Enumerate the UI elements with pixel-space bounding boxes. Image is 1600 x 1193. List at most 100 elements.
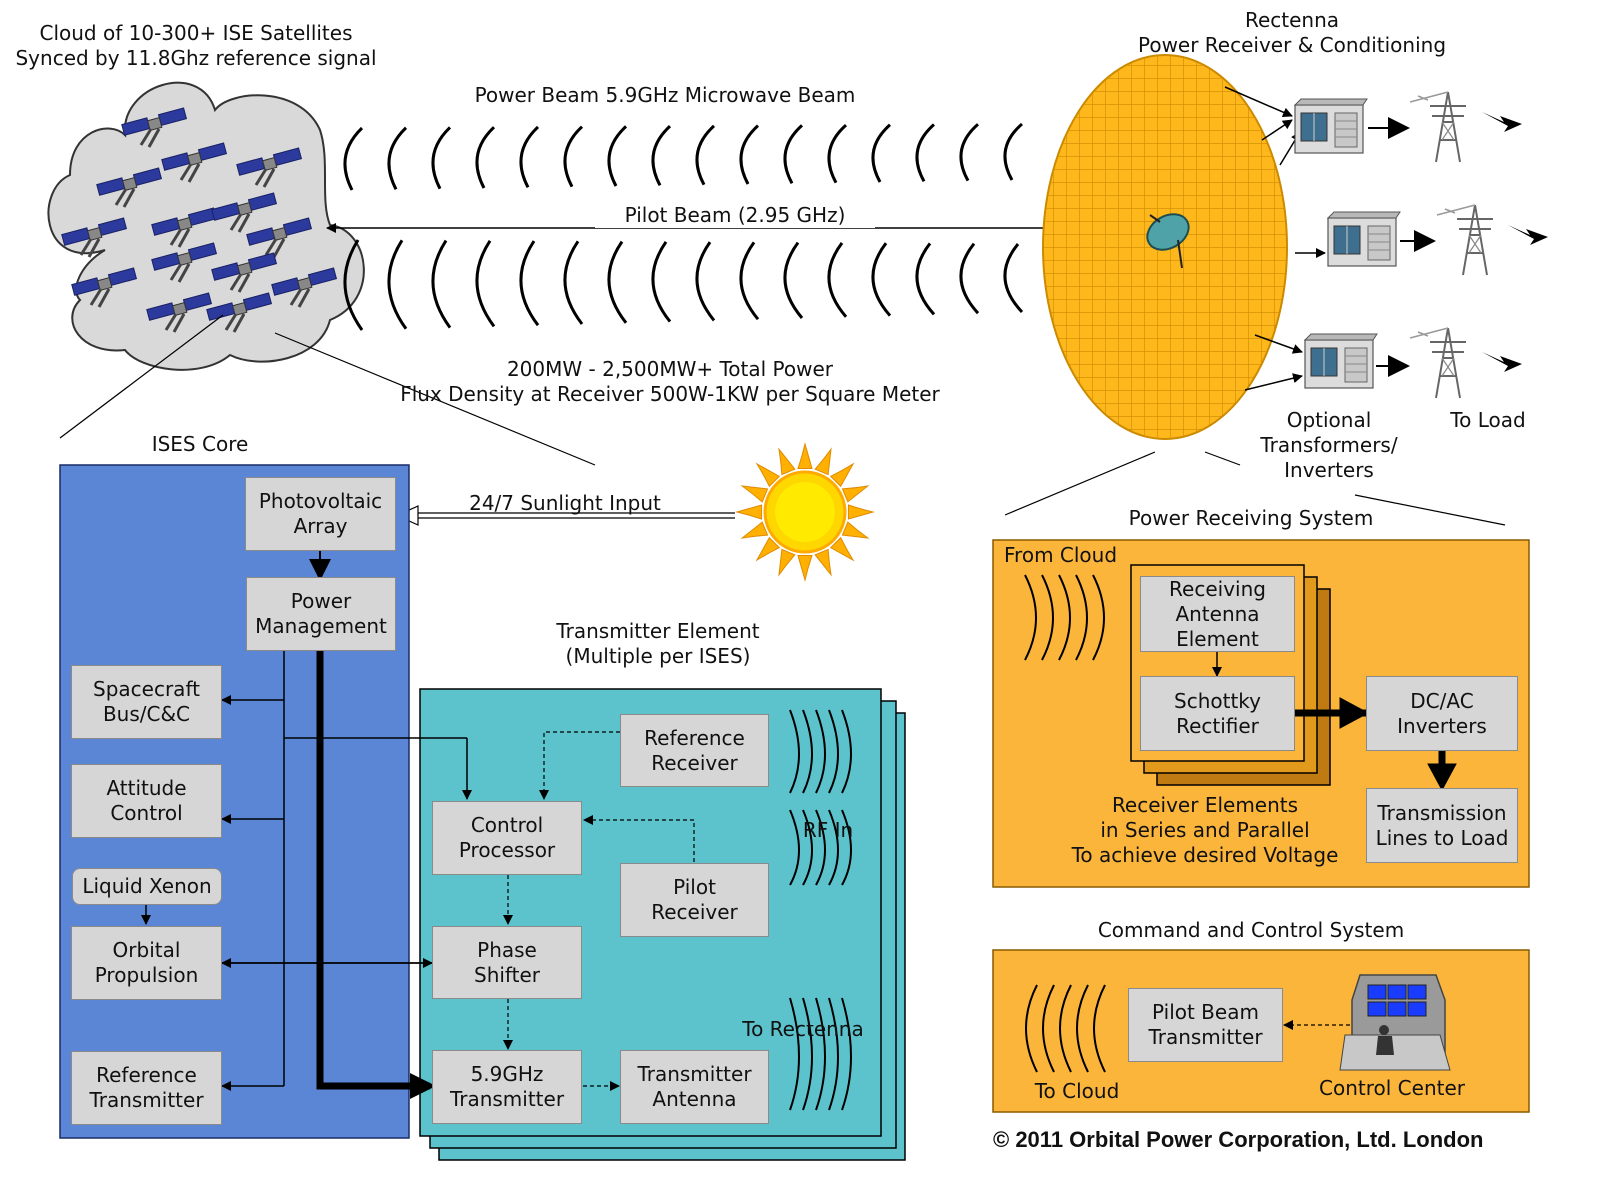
wave-arc: [343, 239, 364, 331]
wave-arc: [915, 123, 935, 183]
sun-ray: [740, 485, 769, 503]
wave-arc: [387, 126, 408, 191]
wave-arc: [841, 809, 852, 886]
to-rectenna-label: To Rectenna: [742, 1017, 864, 1041]
sun-ray: [847, 504, 875, 520]
reference-receiver-box: Reference Receiver: [620, 714, 769, 787]
wave-arc: [789, 997, 800, 1111]
sun-ray: [778, 548, 796, 577]
wave-arc: [387, 239, 408, 330]
lightning-bolt-icon: [1482, 352, 1522, 372]
sun-ray: [755, 536, 781, 562]
wave-arc: [607, 125, 628, 187]
transmitter-5-9ghz-box: 5.9GHz Transmitter: [432, 1050, 582, 1124]
copyright-notice: © 2011 Orbital Power Corporation, Ltd. L…: [993, 1127, 1484, 1152]
wave-arc: [789, 809, 800, 886]
to-cloud-arcs: [1025, 984, 1106, 1073]
wave-arc: [1058, 574, 1071, 661]
sun-ray: [841, 521, 870, 539]
power-receiving-title: Power Receiving System: [1128, 506, 1374, 530]
wave-arc: [815, 809, 826, 886]
wave-arc: [563, 240, 584, 325]
wave-arc: [563, 125, 584, 188]
power-pylon-icon: [1436, 204, 1494, 276]
rf-arcs: [789, 709, 852, 1111]
power-beam-arcs: [343, 122, 1024, 331]
substation-icon: [1327, 211, 1401, 267]
to-cloud-label: To Cloud: [1034, 1079, 1120, 1103]
wave-arc: [815, 709, 826, 794]
wave-arc: [607, 240, 628, 324]
total-power-label: 200MW - 2,500MW+ Total Power Flux Densit…: [400, 357, 940, 406]
power-pylon-icon: [1409, 91, 1467, 163]
wave-arc: [828, 997, 839, 1111]
wave-arc: [783, 124, 804, 185]
optional-transformers-label: Optional Transformers/ Inverters: [1260, 408, 1398, 482]
sun-ray: [755, 462, 781, 488]
photovoltaic-array-box: Photovoltaic Array: [245, 477, 396, 551]
transmitter-antenna-box: Transmitter Antenna: [620, 1050, 769, 1124]
sun-ray: [778, 447, 796, 476]
wave-arc: [827, 242, 848, 318]
ises-core-title: ISES Core: [151, 432, 249, 456]
orbital-propulsion-box: Orbital Propulsion: [71, 926, 222, 1000]
wave-arc: [519, 240, 540, 327]
sun-ray: [797, 554, 813, 582]
wave-arc: [871, 123, 891, 183]
sunlight-input-label: 24/7 Sunlight Input: [469, 491, 661, 515]
from-cloud-arcs: [1024, 574, 1105, 661]
satellite-cloud: [47, 81, 365, 371]
command-control-title: Command and Control System: [1097, 918, 1405, 942]
receiver-elements-label: Receiver Elements in Series and Parallel…: [1071, 793, 1339, 867]
wave-arc: [1025, 984, 1038, 1073]
wave-arc: [1024, 574, 1037, 661]
pilot-beam-transmitter-box: Pilot Beam Transmitter: [1128, 988, 1283, 1062]
wave-arc: [827, 123, 848, 184]
wave-arc: [1041, 574, 1054, 661]
power-management-box: Power Management: [246, 577, 396, 651]
wave-arc: [871, 242, 892, 317]
wave-arc: [695, 241, 716, 322]
control-center-icon: [1339, 974, 1451, 1071]
wave-arc: [739, 241, 760, 321]
pilot-beam-label: Pilot Beam (2.95 GHz): [595, 203, 875, 228]
sun-ray: [814, 447, 832, 476]
control-processor-box: Control Processor: [432, 801, 582, 875]
wave-arc: [1059, 984, 1072, 1073]
wave-arc: [1003, 122, 1023, 181]
wave-arc: [802, 809, 813, 886]
wave-arc: [475, 126, 496, 189]
sun-ray: [735, 504, 763, 520]
transmission-lines-box: Transmission Lines to Load: [1366, 788, 1518, 863]
wave-arc: [915, 242, 936, 316]
lightning-bolt-icon: [1482, 112, 1522, 132]
wave-arc: [828, 709, 839, 794]
wave-arc: [802, 709, 813, 794]
wave-arc: [519, 125, 540, 189]
sun-icon: [735, 442, 875, 582]
wave-arc: [841, 709, 852, 794]
attitude-control-box: Attitude Control: [71, 764, 222, 838]
wave-arc: [828, 809, 839, 886]
wave-arc: [695, 124, 716, 186]
wave-arc: [841, 997, 852, 1111]
rf-in-label: RF In: [802, 818, 854, 842]
wave-arc: [651, 125, 672, 187]
spacecraft-bus-box: Spacecraft Bus/C&C: [71, 665, 222, 739]
wave-arc: [431, 239, 452, 329]
power-pylon-icon: [1409, 327, 1467, 399]
wave-arc: [431, 126, 452, 190]
wave-arc: [651, 241, 672, 323]
dish-icon: [1146, 213, 1190, 269]
wave-arc: [789, 709, 800, 794]
wave-arc: [783, 241, 804, 319]
substation-icon: [1294, 98, 1368, 154]
receiving-antenna-box: Receiving Antenna Element: [1140, 576, 1295, 652]
wave-arc: [1042, 984, 1055, 1073]
wave-arc: [1076, 984, 1089, 1073]
sun-ray: [814, 548, 832, 577]
control-center-label: Control Center: [1319, 1076, 1465, 1100]
wave-arc: [802, 997, 813, 1111]
wave-arc: [1092, 574, 1105, 661]
